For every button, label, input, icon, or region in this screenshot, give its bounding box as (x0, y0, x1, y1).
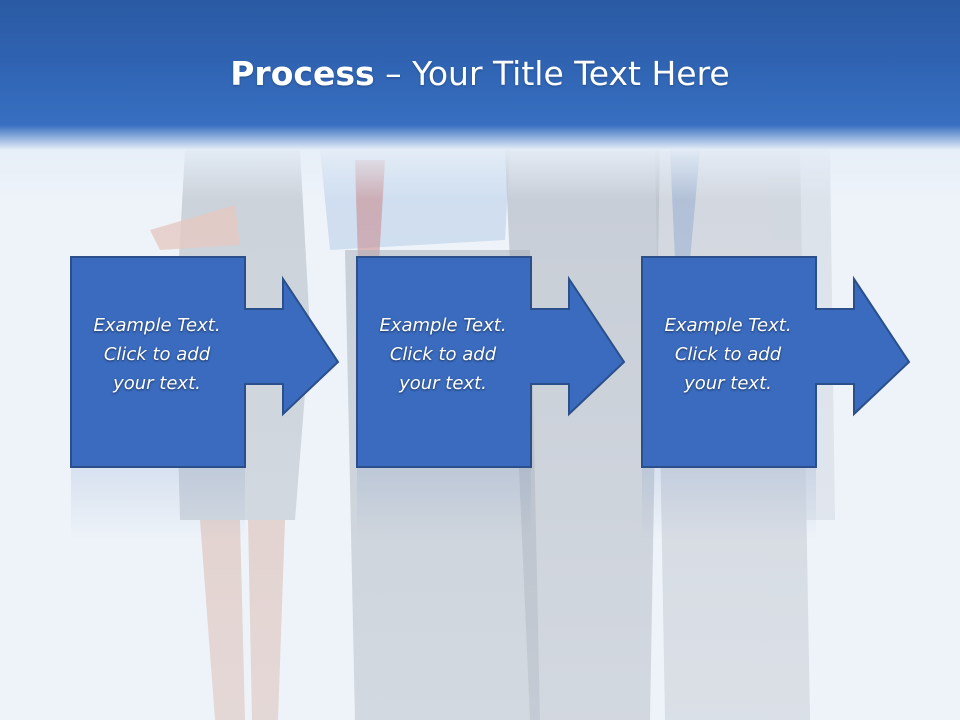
step-2-line-2: Click to add (389, 344, 497, 365)
step-3-reflection (642, 468, 816, 540)
title-bold: Process (230, 54, 375, 93)
step-3-arrow-shape (641, 256, 911, 468)
title-bar (0, 0, 960, 200)
step-2-arrow-shape (356, 256, 626, 468)
process-step-1[interactable]: Example Text. Click to add your text. (70, 256, 371, 468)
process-step-3[interactable]: Example Text. Click to add your text. (641, 256, 942, 468)
process-step-2[interactable]: Example Text. Click to add your text. (356, 256, 657, 468)
slide-title[interactable]: Process – Your Title Text Here (0, 52, 960, 96)
step-1-line-3: your text. (113, 373, 201, 394)
title-rest: – Your Title Text Here (374, 54, 730, 93)
step-3-text: Example Text. Click to add your text. (642, 311, 814, 398)
step-1-text: Example Text. Click to add your text. (71, 311, 243, 398)
step-3-line-2: Click to add (674, 344, 782, 365)
step-3-line-1: Example Text. (664, 315, 792, 336)
step-2-line-1: Example Text. (379, 315, 507, 336)
step-1-arrow-shape (70, 256, 340, 468)
step-2-line-3: your text. (399, 373, 487, 394)
step-1-reflection (71, 468, 245, 540)
step-2-reflection (357, 468, 531, 540)
step-1-line-2: Click to add (103, 344, 211, 365)
step-1-line-1: Example Text. (93, 315, 221, 336)
step-2-text: Example Text. Click to add your text. (357, 311, 529, 398)
step-3-line-3: your text. (684, 373, 772, 394)
